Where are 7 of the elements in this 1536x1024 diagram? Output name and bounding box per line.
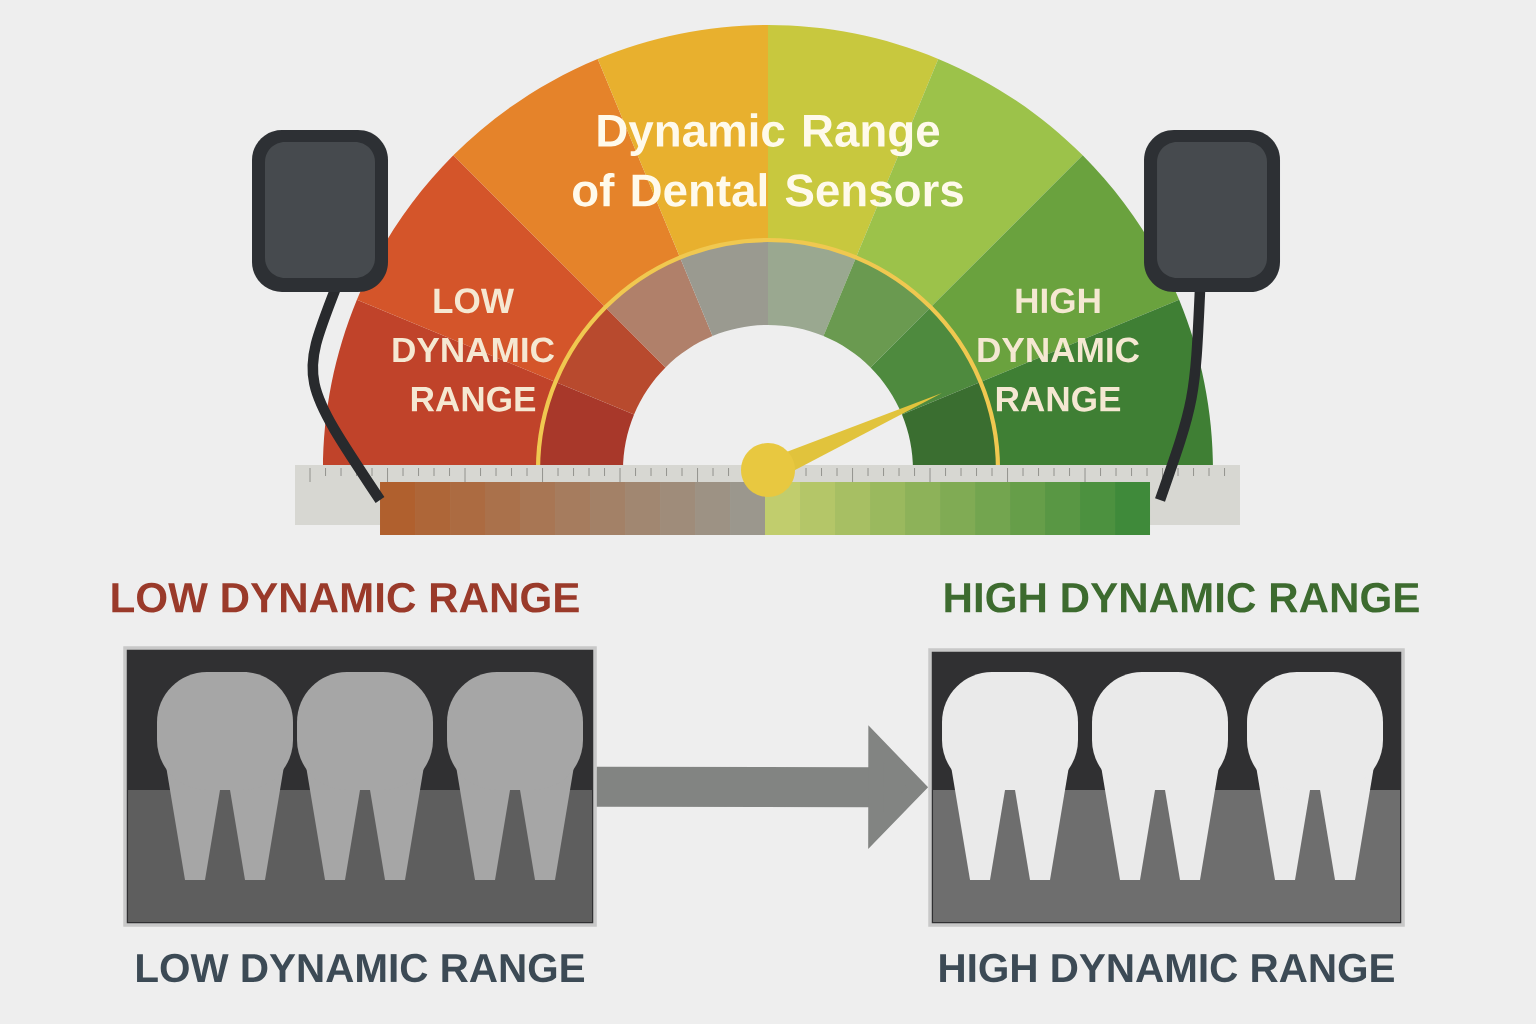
heading: LOW DYNAMIC RANGE [112,582,579,613]
gauge-label: HIGH DYNAMIC RANGE [978,288,1140,412]
image-label: HIGH DYNAMIC RANGE [940,953,1394,983]
heading: HIGH DYNAMIC RANGE [945,582,1419,613]
image-label: LOW DYNAMIC RANGE [137,953,584,983]
gauge-label: LOW DYNAMIC RANGE [393,288,555,412]
title: Dynamic Range of Dental Sensors [573,113,963,207]
